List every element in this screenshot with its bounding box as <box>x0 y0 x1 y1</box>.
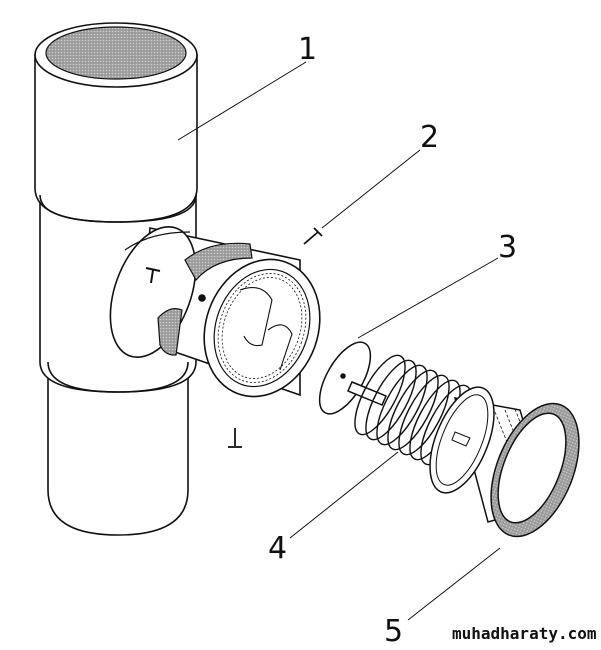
callout-5: 5 <box>384 614 404 649</box>
callout-1: 1 <box>298 32 318 67</box>
watermark: muhadharaty.com <box>452 624 597 643</box>
callout-3: 3 <box>498 230 518 265</box>
retaining-pin-lower <box>228 428 242 448</box>
tee-pipe-fitting <box>34 22 321 536</box>
callout-4: 4 <box>268 531 288 566</box>
retaining-pin <box>303 227 323 245</box>
valve-disc <box>318 341 387 415</box>
callout-2: 2 <box>420 120 440 155</box>
leader-lines <box>177 61 501 621</box>
threaded-valve-seat-plug <box>429 386 580 538</box>
